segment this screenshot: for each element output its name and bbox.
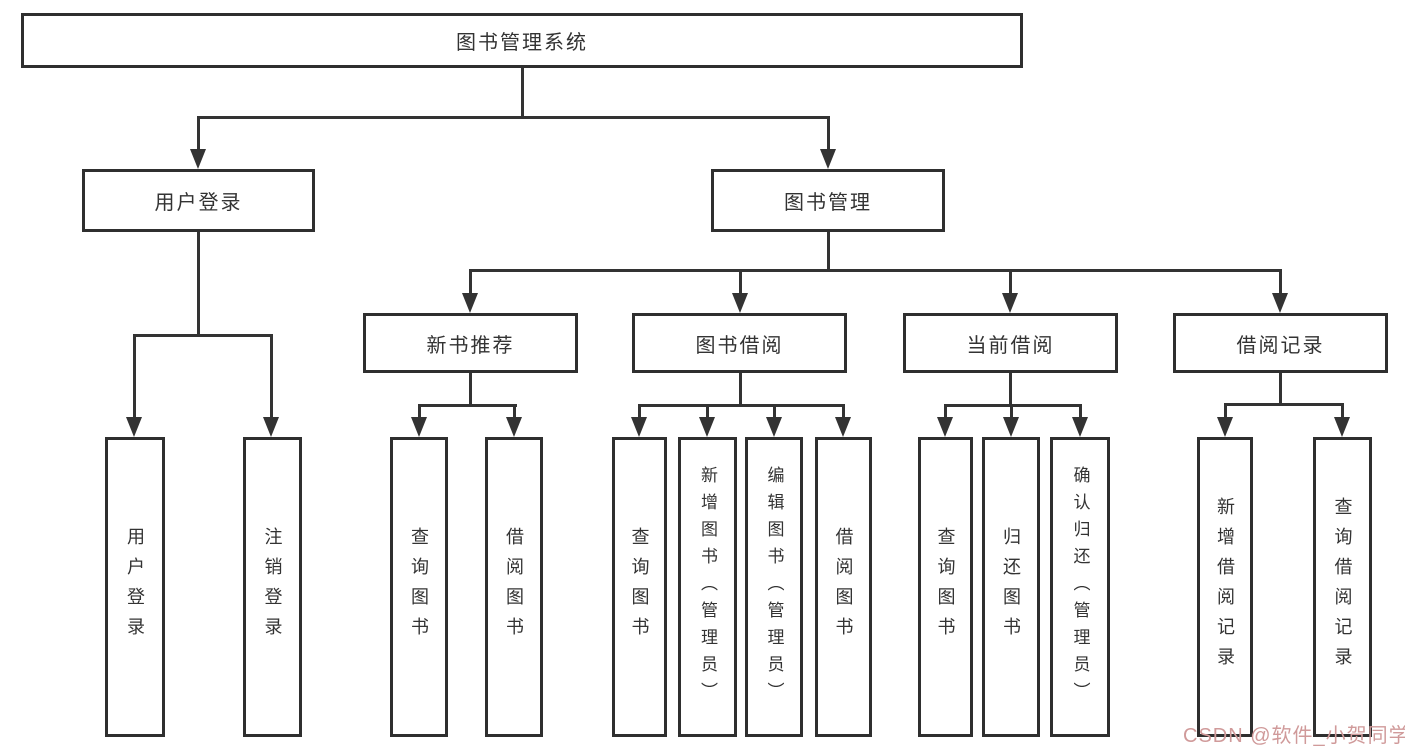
node-label: 查询图书 — [409, 527, 429, 647]
arrow-down-icon — [631, 417, 647, 437]
connector-current-rail — [944, 404, 1082, 407]
connector-drop-logout-leaf — [270, 334, 273, 417]
node-label: 查询借阅记录 — [1332, 497, 1353, 677]
node-current-borrowing: 当前借阅 — [903, 313, 1118, 373]
connector-drop-user-login — [197, 116, 200, 149]
arrow-down-icon — [126, 417, 142, 437]
node-label: 借阅图书 — [833, 527, 854, 647]
connector-drop-records — [1279, 269, 1282, 293]
arrow-down-icon — [835, 417, 851, 437]
arrow-down-icon — [1002, 293, 1018, 313]
node-leaf-borrow-books: 借阅图书 — [815, 437, 872, 737]
arrow-down-icon — [699, 417, 715, 437]
node-label: 图书借阅 — [695, 334, 784, 357]
connector-drop-current — [1009, 269, 1012, 293]
arrow-down-icon — [732, 293, 748, 313]
connector-drop — [418, 404, 421, 417]
node-label: 注销登录 — [262, 527, 283, 647]
connector-drop — [638, 404, 641, 417]
connector-root-rail — [197, 116, 829, 119]
arrow-down-icon — [1334, 417, 1350, 437]
connector-newbook-stem — [469, 373, 472, 407]
node-label: 归还图书 — [1001, 527, 1021, 647]
node-leaf-user-login: 用户登录 — [105, 437, 165, 737]
connector-drop — [1079, 404, 1082, 417]
node-leaf-query-books-borrowing: 查询图书 — [612, 437, 667, 737]
connector-current-stem — [1009, 373, 1012, 407]
node-label: 借阅记录 — [1236, 334, 1325, 357]
connector-drop — [513, 404, 516, 417]
connector-root-stem — [521, 68, 524, 118]
node-book-management: 图书管理 — [711, 169, 945, 232]
node-leaf-logout: 注销登录 — [243, 437, 302, 737]
connector-drop — [706, 404, 709, 417]
node-leaf-borrow-books-recommend: 借阅图书 — [485, 437, 543, 737]
node-leaf-query-books-current: 查询图书 — [918, 437, 973, 737]
node-label: 新书推荐 — [426, 334, 515, 357]
arrow-down-icon — [506, 417, 522, 437]
node-leaf-return-books: 归还图书 — [982, 437, 1040, 737]
csdn-watermark: CSDN @软件_小贺同学 — [1183, 725, 1405, 747]
connector-drop — [944, 404, 947, 417]
connector-drop-book-mgmt — [827, 116, 830, 149]
connector-records-rail — [1224, 403, 1344, 406]
node-label: 图书管理系统 — [456, 32, 588, 54]
connector-bookmgmt-rail — [469, 269, 1282, 272]
connector-drop-newbook — [469, 269, 472, 293]
node-leaf-query-books-recommend: 查询图书 — [390, 437, 448, 737]
node-book-borrowing: 图书借阅 — [632, 313, 847, 373]
node-user-login: 用户登录 — [82, 169, 315, 232]
arrow-down-icon — [190, 149, 206, 169]
arrow-down-icon — [411, 417, 427, 437]
arrow-down-icon — [820, 149, 836, 169]
node-label: 查询图书 — [629, 527, 650, 647]
arrow-down-icon — [1003, 417, 1019, 437]
node-library-management-system: 图书管理系统 — [21, 13, 1023, 68]
connector-drop-borrow — [739, 269, 742, 293]
connector-drop-login-leaf — [133, 334, 136, 417]
node-label: 编辑图书（管理员） — [764, 465, 784, 709]
connector-records-stem — [1279, 373, 1282, 406]
arrow-down-icon — [1217, 417, 1233, 437]
connector-drop — [1010, 404, 1013, 417]
node-label: 当前借阅 — [966, 334, 1055, 357]
node-new-book-recommend: 新书推荐 — [363, 313, 578, 373]
node-label: 图书管理 — [784, 192, 872, 214]
connector-drop — [1341, 403, 1344, 417]
node-leaf-add-books-admin: 新增图书（管理员） — [678, 437, 737, 737]
node-label: 借阅图书 — [504, 527, 524, 647]
node-leaf-add-borrow-record: 新增借阅记录 — [1197, 437, 1253, 737]
arrow-down-icon — [766, 417, 782, 437]
node-leaf-confirm-return-admin: 确认归还（管理员） — [1050, 437, 1110, 737]
node-label: 确认归还（管理员） — [1070, 465, 1090, 709]
arrow-down-icon — [462, 293, 478, 313]
connector-drop — [1224, 403, 1227, 417]
connector-borrow-stem — [739, 373, 742, 407]
node-leaf-query-borrow-record: 查询借阅记录 — [1313, 437, 1372, 737]
arrow-down-icon — [1272, 293, 1288, 313]
connector-drop — [842, 404, 845, 417]
connector-userlogin-rail — [133, 334, 273, 337]
connector-borrow-rail — [638, 404, 845, 407]
connector-newbook-rail — [418, 404, 517, 407]
connector-userlogin-stem — [197, 232, 200, 337]
node-label: 新增借阅记录 — [1215, 497, 1235, 677]
arrow-down-icon — [937, 417, 953, 437]
arrow-down-icon — [263, 417, 279, 437]
node-label: 用户登录 — [125, 527, 145, 647]
connector-bookmgmt-stem — [827, 232, 830, 272]
node-leaf-edit-books-admin: 编辑图书（管理员） — [745, 437, 803, 737]
connector-drop — [773, 404, 776, 417]
node-borrowing-records: 借阅记录 — [1173, 313, 1388, 373]
node-label: 用户登录 — [154, 192, 243, 214]
node-label: 新增图书（管理员） — [698, 465, 717, 709]
arrow-down-icon — [1072, 417, 1088, 437]
node-label: 查询图书 — [935, 527, 956, 647]
